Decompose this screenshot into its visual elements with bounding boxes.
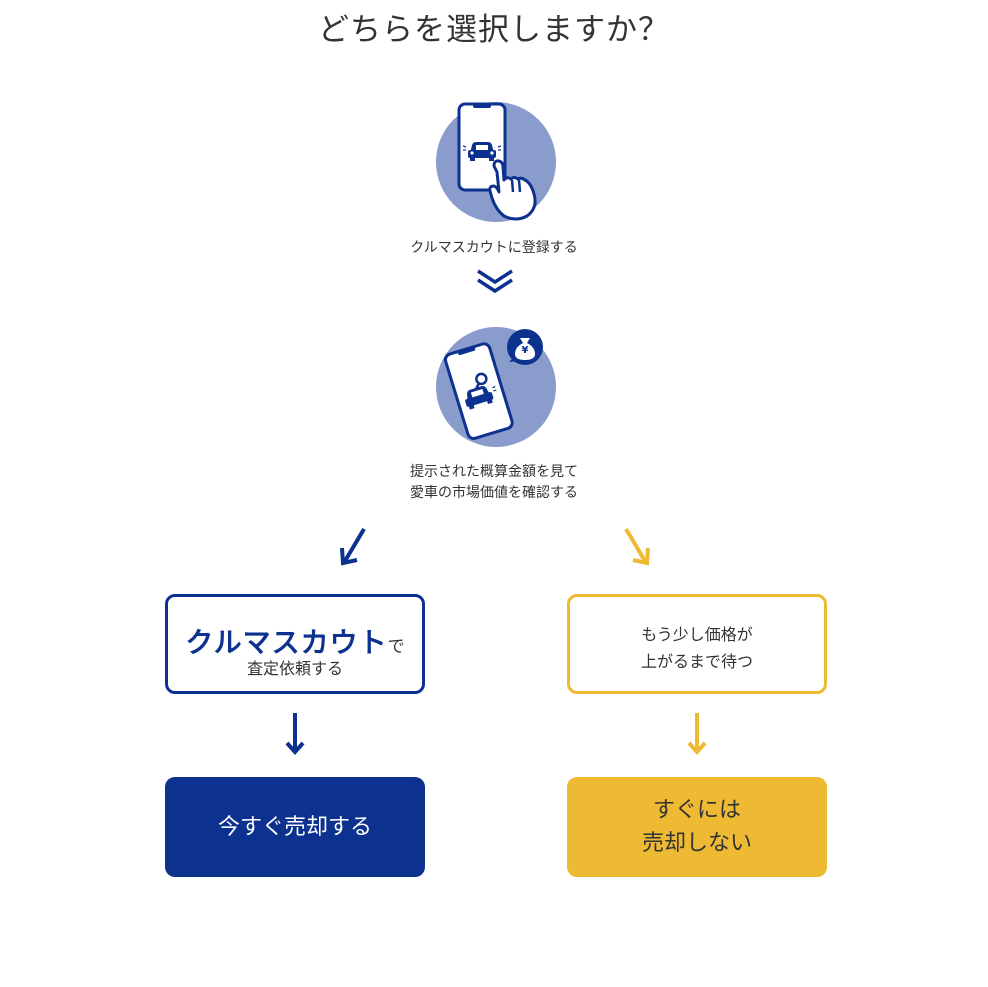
wait-text: もう少し価格が 上がるまで待つ — [640, 625, 753, 671]
brand-name: クルマスカウト — [185, 626, 388, 659]
brand-line: クルマスカウトで — [168, 621, 422, 661]
double-chevron-down-icon — [477, 269, 513, 294]
arrow-down-icon — [687, 713, 707, 756]
arrow-down-icon — [285, 713, 305, 756]
request-appraisal-box[interactable]: クルマスカウトで 査定依頼する — [165, 594, 425, 694]
page-title: どちらを選択しますか？ — [318, 12, 670, 48]
appraisal-request-text: 査定依頼する — [246, 659, 343, 678]
phone-tap-icon — [436, 102, 556, 222]
arrow-down-left-icon — [340, 527, 366, 566]
sell-now-button[interactable]: 今すぐ売却する — [165, 777, 425, 877]
money-bag-badge-shape — [507, 329, 543, 365]
brand-suffix: で — [387, 637, 405, 657]
arrow-down-right-icon — [624, 527, 650, 566]
wait-for-price-box[interactable]: もう少し価格が 上がるまで待つ — [567, 594, 827, 694]
money-bag-icon: ¥ — [505, 328, 545, 368]
yen-sign: ¥ — [521, 345, 529, 356]
step-1-label: クルマスカウトに登録する — [410, 240, 578, 256]
step-2-label: 提示された概算金額を見て 愛車の市場価値を確認する — [410, 464, 578, 501]
dont-sell-now-button[interactable]: すぐには 売却しない — [567, 777, 827, 877]
